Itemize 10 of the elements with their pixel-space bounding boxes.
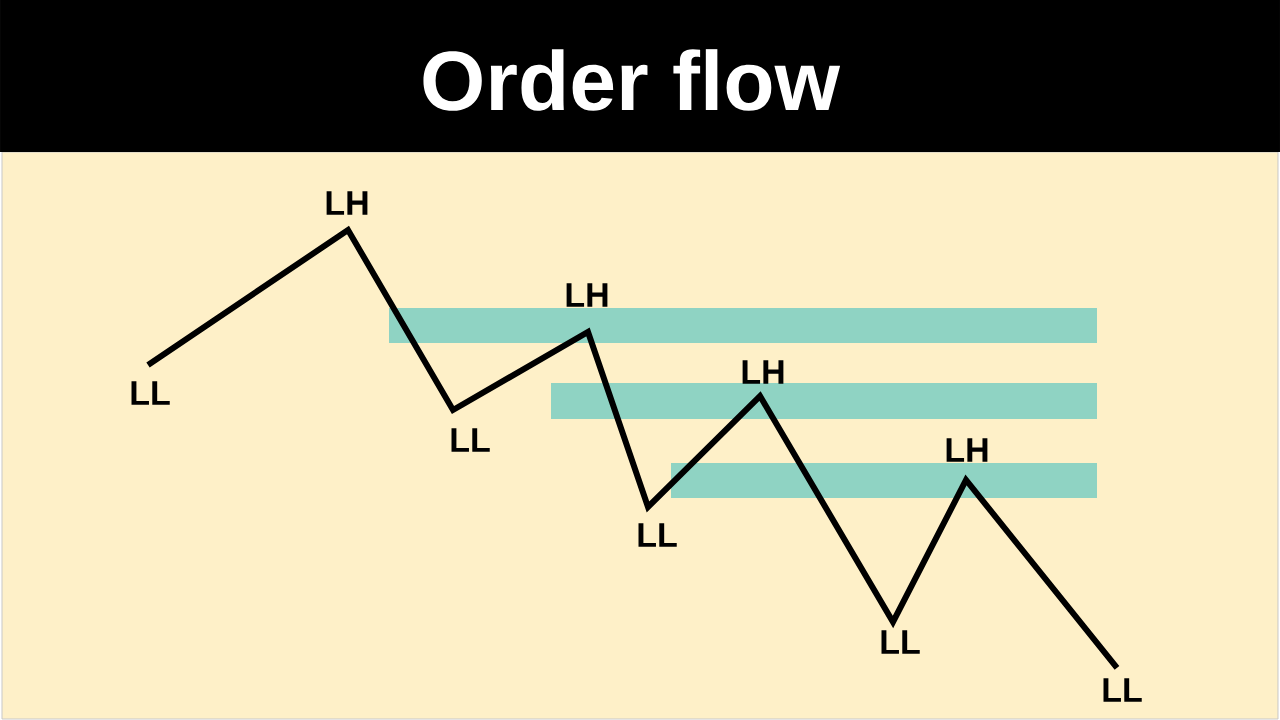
swing-label: LH — [326, 191, 368, 215]
swing-label: LH — [566, 283, 608, 307]
swing-label: LH — [742, 360, 784, 384]
swing-label: LL — [881, 630, 920, 654]
swing-label: LL — [1103, 678, 1142, 702]
title: Order flow — [423, 49, 841, 111]
swing-label: LL — [638, 523, 677, 547]
swing-label: LH — [946, 438, 988, 462]
swing-label: LL — [451, 428, 490, 452]
swing-label: LL — [131, 381, 170, 405]
